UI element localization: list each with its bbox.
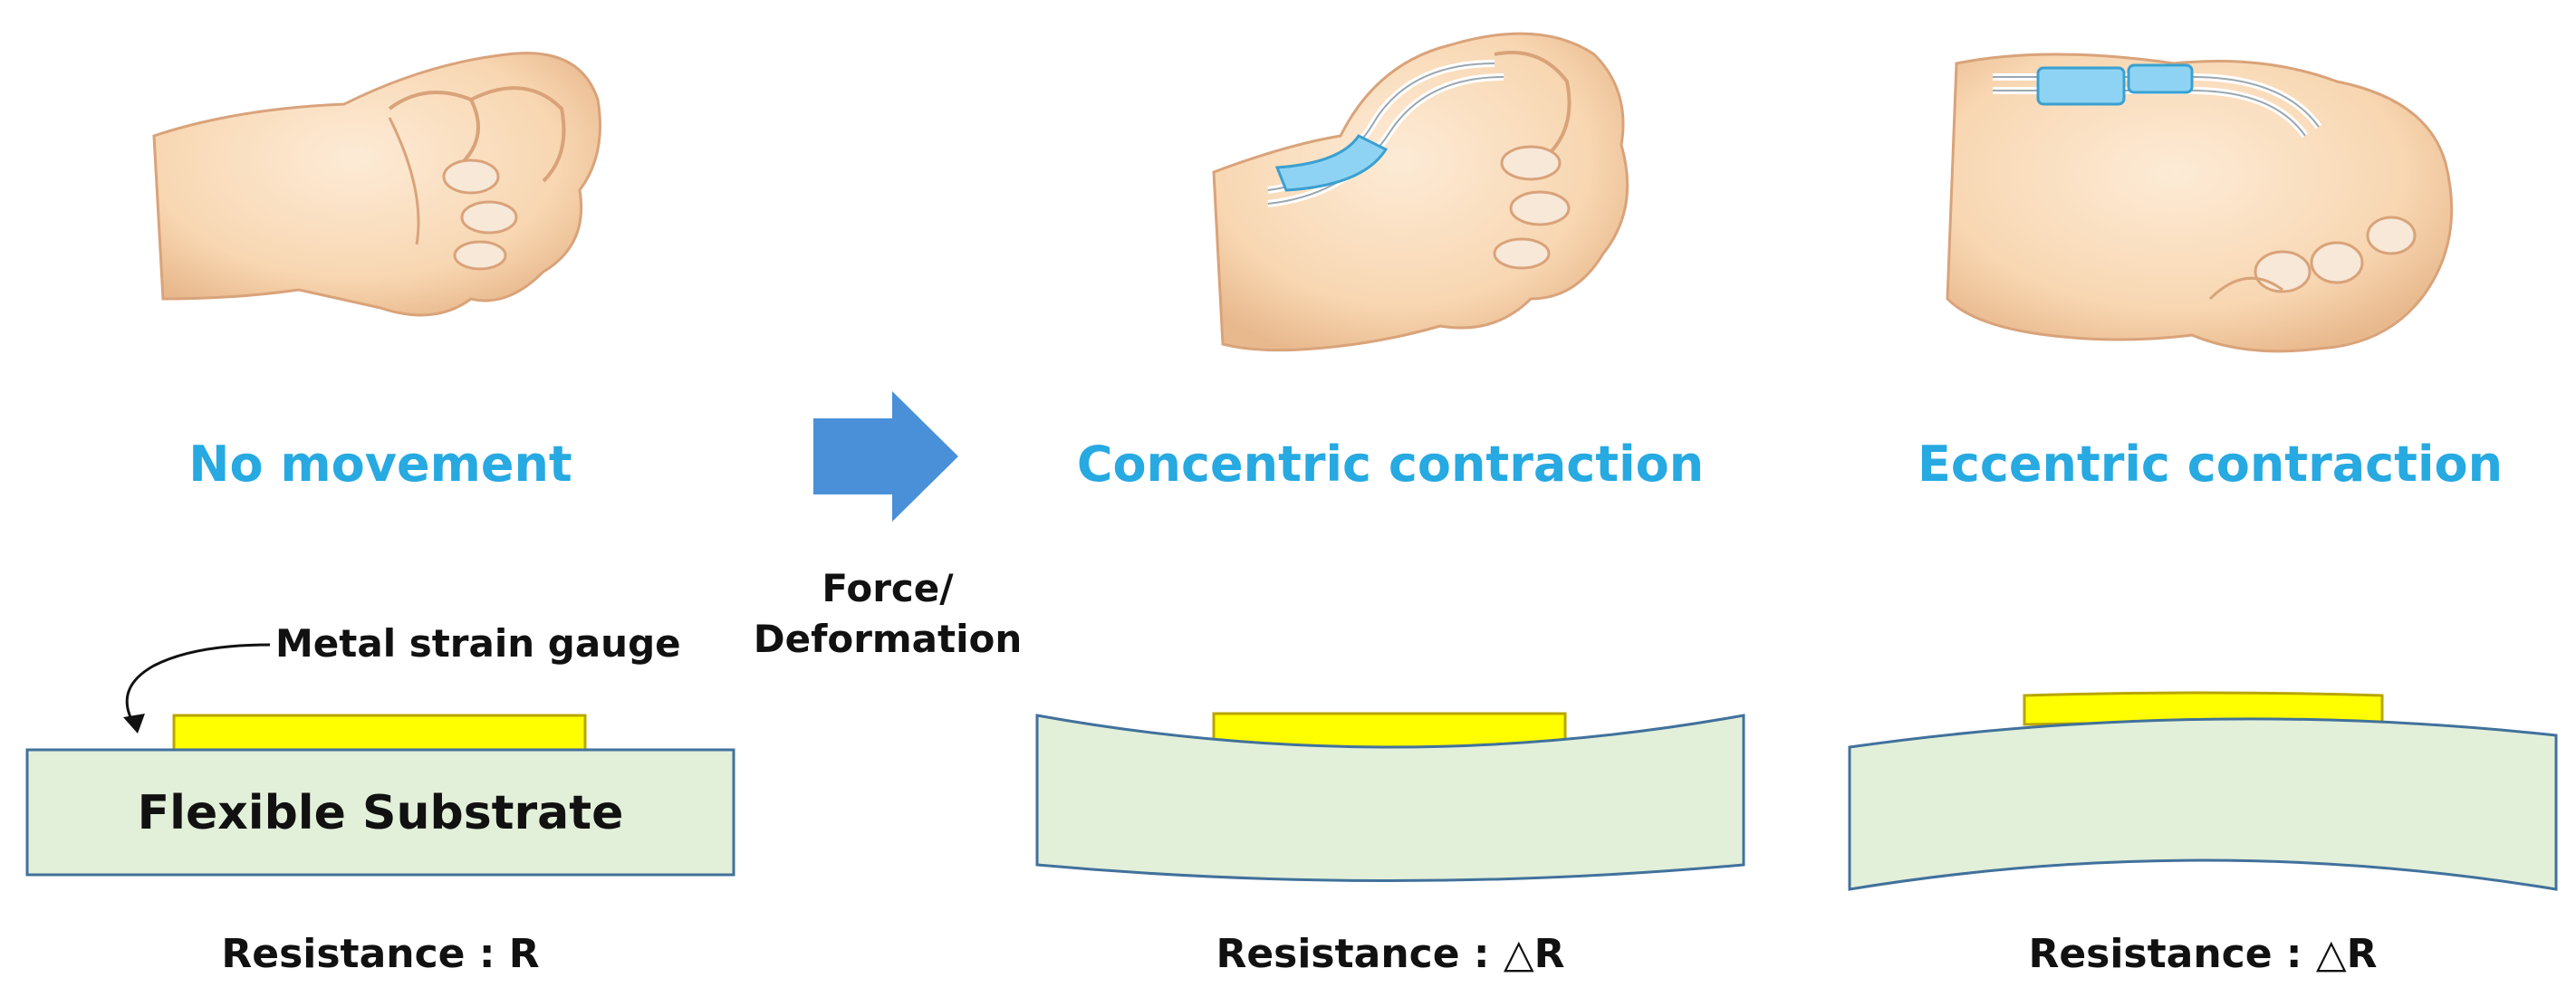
- force-arrow-icon: [813, 391, 958, 522]
- panel-title-eccentric: Eccentric contraction: [1917, 436, 2504, 493]
- arrow-label-force: Force/: [822, 566, 954, 610]
- flexible-substrate-eccentric: [1848, 717, 2558, 891]
- metal-strain-gauge-flat: [172, 714, 587, 753]
- arrow-label-deformation: Deformation: [753, 617, 1023, 661]
- fist-eccentric-image: [1946, 53, 2454, 353]
- gauge-leader-arrow: [125, 643, 271, 725]
- concentric-substrate-diagram: [1035, 712, 1745, 882]
- flexible-substrate-concentric: [1035, 714, 1745, 882]
- flexible-substrate-flat: [25, 748, 735, 877]
- fist-concentric-image: [1212, 32, 1629, 352]
- resistance-concentric: Resistance : △R: [1216, 931, 1565, 977]
- eccentric-substrate-diagram: [1848, 691, 2558, 891]
- flat-substrate-diagram: [25, 643, 735, 877]
- flexible-substrate-label: Flexible Substrate: [137, 786, 624, 840]
- metal-strain-gauge-label: Metal strain gauge: [275, 621, 681, 666]
- fist-no-movement-image: [152, 52, 601, 317]
- panel-title-concentric: Concentric contraction: [1076, 436, 1705, 493]
- panel-title-no-movement: No movement: [188, 436, 572, 493]
- resistance-eccentric: Resistance : △R: [2028, 931, 2378, 977]
- resistance-no-movement: Resistance : R: [221, 931, 540, 977]
